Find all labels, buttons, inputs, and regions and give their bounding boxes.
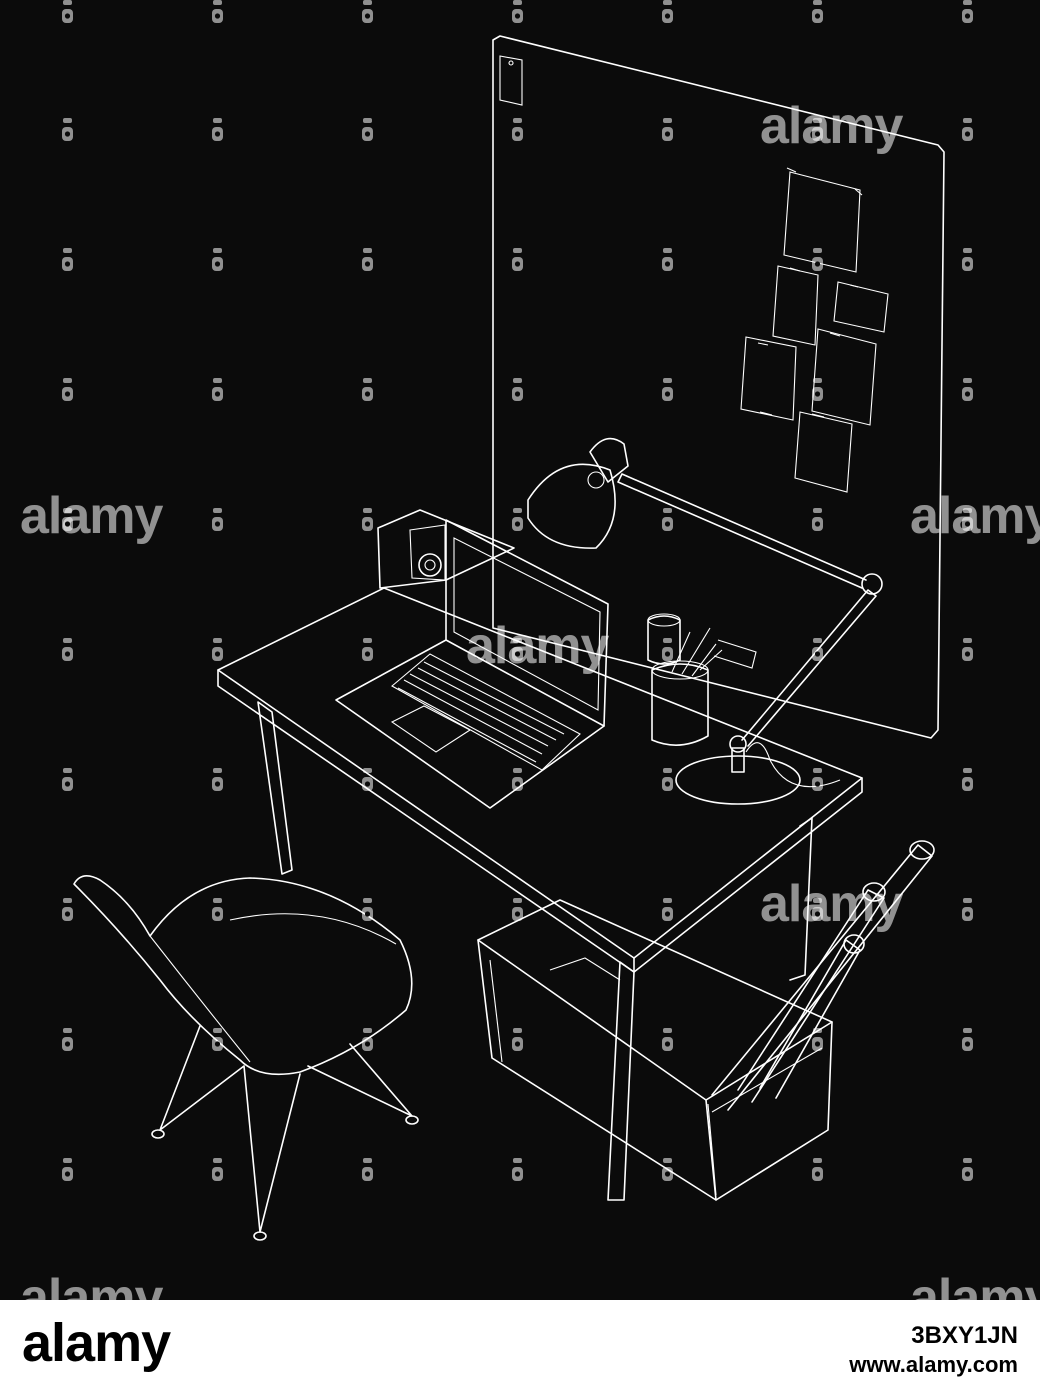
image-id: 3BXY1JN — [911, 1322, 1018, 1349]
watermark-mark — [62, 378, 73, 402]
watermark-mark — [662, 638, 673, 662]
watermark-mark — [362, 378, 373, 402]
watermark-mark — [662, 0, 673, 24]
watermark-mark — [812, 768, 823, 792]
paper-rolls — [711, 840, 935, 1111]
watermark-mark — [212, 378, 223, 402]
watermark-mark — [962, 1028, 973, 1052]
watermark-mark — [362, 1158, 373, 1182]
watermark-mark — [962, 898, 973, 922]
watermark-mark — [62, 638, 73, 662]
watermark-mark — [62, 0, 73, 24]
watermark-mark — [512, 378, 523, 402]
watermark-text: alamy — [466, 617, 609, 675]
watermark-mark — [662, 1028, 673, 1052]
watermark-mark — [362, 508, 373, 532]
watermark-text: alamy — [20, 487, 163, 545]
watermark-text: alamy — [910, 487, 1040, 545]
watermark-mark — [812, 378, 823, 402]
watermark-mark — [212, 1158, 223, 1182]
footer-url[interactable]: www.alamy.com — [849, 1352, 1018, 1377]
pinboard — [492, 35, 945, 739]
watermark-mark — [812, 1158, 823, 1182]
watermark-mark — [812, 638, 823, 662]
watermark-mark — [212, 638, 223, 662]
watermark-mark — [662, 378, 673, 402]
workspace-illustration — [73, 35, 945, 1241]
watermark-text: alamy — [760, 97, 903, 155]
watermark-mark — [362, 1028, 373, 1052]
pencil-cup — [647, 613, 757, 746]
watermark-mark — [812, 118, 823, 142]
watermark-mark — [662, 1158, 673, 1182]
watermark-mark — [812, 898, 823, 922]
watermark-mark — [212, 118, 223, 142]
watermark-mark — [962, 118, 973, 142]
watermark-mark — [662, 898, 673, 922]
watermark-mark — [512, 248, 523, 272]
watermark-mark — [662, 768, 673, 792]
watermark-mark — [812, 0, 823, 24]
watermark-mark — [512, 118, 523, 142]
watermark-mark — [62, 768, 73, 792]
watermark-mark — [962, 1158, 973, 1182]
watermark-mark — [212, 508, 223, 532]
watermark-mark — [362, 118, 373, 142]
watermark-mark — [62, 118, 73, 142]
watermark-mark — [362, 898, 373, 922]
watermark-mark — [212, 1028, 223, 1052]
watermark-mark — [512, 768, 523, 792]
line-drawing-artwork: alamy alamy alamy alamy alamy alamy alam… — [0, 0, 1040, 1300]
watermark-mark — [512, 1158, 523, 1182]
watermark-mark — [512, 898, 523, 922]
watermark-mark — [62, 508, 73, 532]
watermark-mark — [662, 248, 673, 272]
watermark-mark — [362, 638, 373, 662]
watermark-mark — [62, 1158, 73, 1182]
watermark-mark — [662, 508, 673, 532]
watermark-mark — [512, 0, 523, 24]
watermark-mark — [362, 768, 373, 792]
watermark-mark — [212, 248, 223, 272]
watermark-mark — [962, 248, 973, 272]
watermark-mark — [212, 0, 223, 24]
watermark-mark — [812, 1028, 823, 1052]
watermark-mark — [962, 0, 973, 24]
stock-footer-bar: alamy 3BXY1JN www.alamy.com — [0, 1300, 1040, 1390]
watermark-mark — [212, 898, 223, 922]
watermark-mark — [962, 768, 973, 792]
watermark-mark — [512, 638, 523, 662]
desk — [217, 587, 863, 1201]
watermark-mark — [62, 1028, 73, 1052]
chair — [73, 875, 419, 1241]
watermark-mark — [212, 768, 223, 792]
watermark-text: alamy — [760, 875, 903, 933]
camera-case — [377, 509, 515, 589]
watermark-mark — [812, 248, 823, 272]
watermark-mark — [962, 508, 973, 532]
watermark-mark — [962, 638, 973, 662]
footer-logo[interactable]: alamy — [22, 1313, 171, 1373]
watermark-mark — [362, 0, 373, 24]
watermark-mark — [62, 248, 73, 272]
watermark-mark — [362, 248, 373, 272]
watermark-mark — [662, 118, 673, 142]
watermark-mark — [512, 1028, 523, 1052]
watermark-mark — [62, 898, 73, 922]
watermark-mark — [962, 378, 973, 402]
watermark-mark — [812, 508, 823, 532]
storage-box — [477, 899, 833, 1201]
desk-lamp — [527, 437, 883, 805]
watermark-mark — [512, 508, 523, 532]
